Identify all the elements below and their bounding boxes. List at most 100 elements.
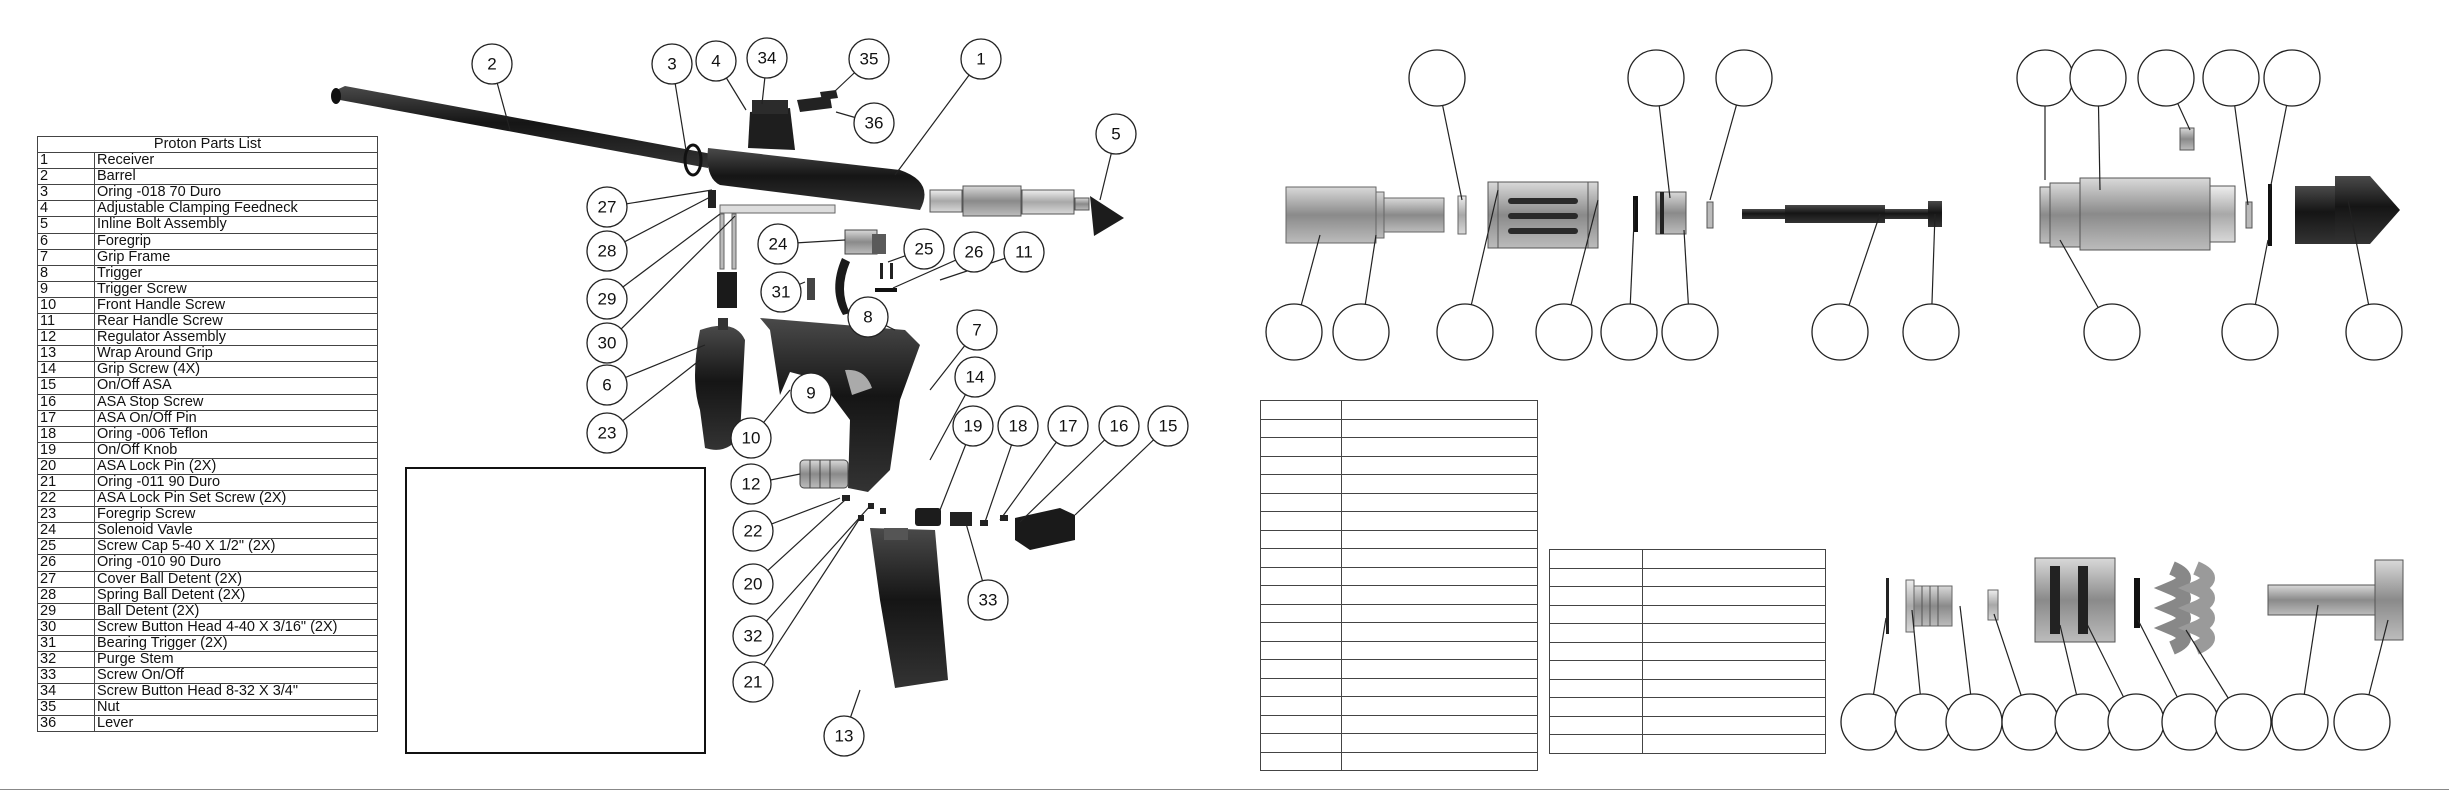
- callout-label: 5: [1111, 125, 1120, 144]
- part-oring-018: [683, 143, 703, 177]
- part-grip-frame: [760, 318, 920, 492]
- callout-label: 35: [860, 50, 879, 69]
- part-number: 10: [37, 296, 95, 315]
- callout-label: 32: [744, 627, 763, 646]
- parts-list-title: Proton Parts List: [37, 135, 378, 154]
- part-valve-oring-washer: [2245, 184, 2272, 246]
- callout-label: 15: [1159, 417, 1178, 436]
- part-name: Cover Ball Detent (2X): [94, 570, 378, 588]
- callout-empty: [1332, 303, 1390, 361]
- callout-label: 19: [964, 417, 983, 436]
- part-number: 13: [37, 345, 95, 363]
- blank-cell: [1340, 751, 1539, 771]
- blank-table-row: [1260, 677, 1539, 697]
- part-screws-25-26: [875, 263, 897, 292]
- callout-25: 25: [903, 228, 945, 270]
- part-number: 36: [37, 715, 95, 733]
- callout-label: 28: [598, 242, 617, 261]
- callout-label: 24: [769, 235, 788, 254]
- part-valve-body: [2039, 127, 2236, 251]
- blank-table-row: [1260, 640, 1539, 660]
- part-regulator-exploded: [1886, 557, 2404, 655]
- part-bolt-spacer: [1457, 195, 1467, 235]
- blank-table-row: [1549, 549, 1827, 569]
- part-foregrip: [695, 318, 745, 450]
- callout-1: 1: [960, 38, 1002, 80]
- leader-line: [752, 505, 871, 637]
- callout-9: 9: [790, 372, 832, 414]
- part-number: 16: [37, 393, 95, 411]
- callout-label: 13: [835, 727, 854, 746]
- callout-empty: [1894, 693, 1952, 751]
- callout-12: 12: [730, 463, 772, 505]
- part-number: 28: [37, 586, 95, 604]
- callout-label: 8: [863, 308, 872, 327]
- callout-label: 22: [744, 522, 763, 541]
- callout-empty: [2016, 49, 2074, 107]
- callout-empty: [2161, 693, 2219, 751]
- callout-label: 9: [806, 384, 815, 403]
- callout-label: 21: [744, 673, 763, 692]
- callout-label: 2: [487, 55, 496, 74]
- callout-17: 17: [1047, 405, 1089, 447]
- callout-18: 18: [997, 405, 1039, 447]
- callout-empty: [2263, 49, 2321, 107]
- callout-empty: [1408, 49, 1466, 107]
- leader-line: [752, 517, 861, 683]
- callout-33: 33: [967, 579, 1009, 621]
- callout-4: 4: [695, 40, 737, 82]
- callout-empty: [2083, 303, 2141, 361]
- part-name: ASA Stop Screw: [94, 393, 378, 411]
- part-valve-stem: [1742, 201, 1942, 227]
- callout-label: 3: [667, 55, 676, 74]
- callout-label: 17: [1059, 417, 1078, 436]
- part-regulator: [799, 459, 849, 489]
- part-asa-small-parts: [842, 495, 1008, 526]
- callout-label: 31: [772, 283, 791, 302]
- callout-label: 27: [598, 198, 617, 217]
- callout-11: 11: [1003, 231, 1045, 273]
- part-onoff-asa: [1015, 508, 1075, 550]
- callout-8: 8: [847, 296, 889, 338]
- callout-empty: [2202, 49, 2260, 107]
- blank-cell: [1641, 734, 1827, 754]
- part-feedneck-lever: [797, 90, 838, 112]
- callout-label: 29: [598, 290, 617, 309]
- callout-empty: [1627, 49, 1685, 107]
- callout-15: 15: [1147, 405, 1189, 447]
- callout-label: 16: [1110, 417, 1129, 436]
- callout-28: 28: [586, 230, 628, 272]
- callout-empty: [2001, 693, 2059, 751]
- part-name: Lever: [94, 715, 378, 733]
- blank-table-row: [1549, 734, 1827, 754]
- callout-empty: [1715, 49, 1773, 107]
- part-name: Spring Ball Detent (2X): [94, 586, 378, 604]
- callout-label: 10: [742, 429, 761, 448]
- part-bolt-washer: [1706, 201, 1714, 229]
- part-name: Screw Button Head 8-32 X 3/4": [94, 683, 378, 701]
- part-bolt-bushing: [1655, 191, 1687, 235]
- leader-line: [606, 215, 736, 344]
- part-trigger: [807, 258, 850, 315]
- part-name: ASA Lock Pin Set Screw (2X): [94, 490, 378, 508]
- callout-19: 19: [952, 405, 994, 447]
- part-name: Grip Frame: [94, 248, 378, 266]
- part-name: Screw Button Head 4-40 X 3/16" (2X): [94, 618, 378, 636]
- blank-table-row: [1260, 714, 1539, 734]
- part-wrap-around-grip: [870, 528, 948, 688]
- callout-label: 34: [758, 49, 777, 68]
- callout-label: 25: [915, 240, 934, 259]
